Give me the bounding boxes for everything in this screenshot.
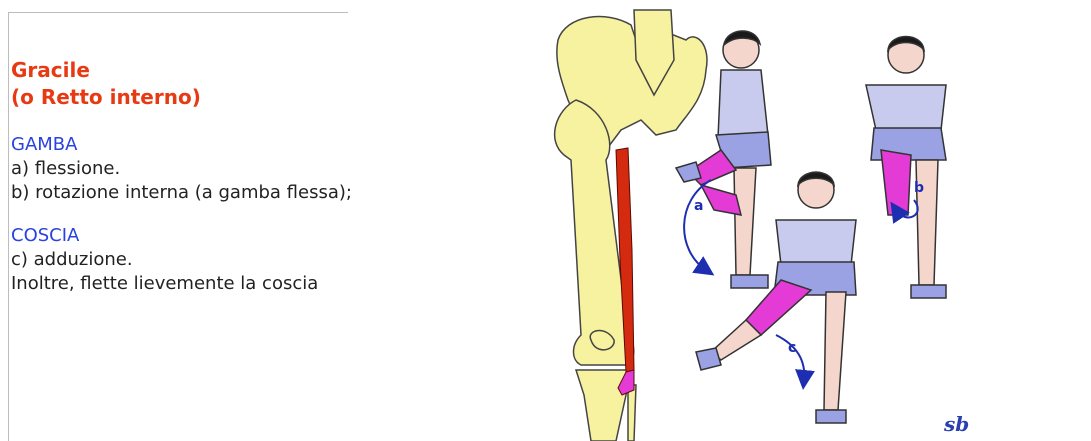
fibula-bone [628, 385, 636, 441]
section-heading-coscia: COSCIA [11, 224, 531, 248]
action-note: Inoltre, flette lievemente la coscia [11, 272, 531, 296]
figure-a-foot [731, 275, 768, 288]
action-line-c: c) adduzione. [11, 248, 531, 272]
figure-b-foot [911, 285, 946, 298]
muscle-title-line-1: Gracile [11, 57, 531, 84]
figure-c-foot [816, 410, 846, 423]
label-b: b [914, 180, 924, 196]
muscle-title-line-2: (o Retto interno) [11, 84, 531, 111]
action-line-a: a) flessione. [11, 157, 531, 181]
description-panel: Gracile (o Retto interno) GAMBA a) fless… [11, 57, 531, 296]
figure-a-standing-leg [734, 168, 756, 275]
figure-c-torso [776, 220, 856, 265]
label-a: a [694, 198, 703, 214]
figure-a-torso [718, 70, 768, 138]
figure-b-standing-leg [916, 160, 938, 285]
figure-c-standing-leg [824, 292, 846, 410]
gracile-muscle-illustration: a b c [536, 0, 1091, 441]
figure-b-rotated-thigh [881, 150, 911, 215]
top-divider [8, 12, 348, 13]
left-divider [8, 12, 9, 441]
figure-c-raised-foot [696, 348, 721, 370]
label-c: c [788, 340, 796, 356]
section-heading-gamba: GAMBA [11, 133, 531, 157]
figure-b [866, 37, 946, 299]
figure-a-raised-foot [676, 162, 701, 182]
author-signature: sb [944, 412, 969, 436]
action-line-b: b) rotazione interna (a gamba flessa); [11, 181, 531, 205]
figure-b-torso [866, 85, 946, 130]
